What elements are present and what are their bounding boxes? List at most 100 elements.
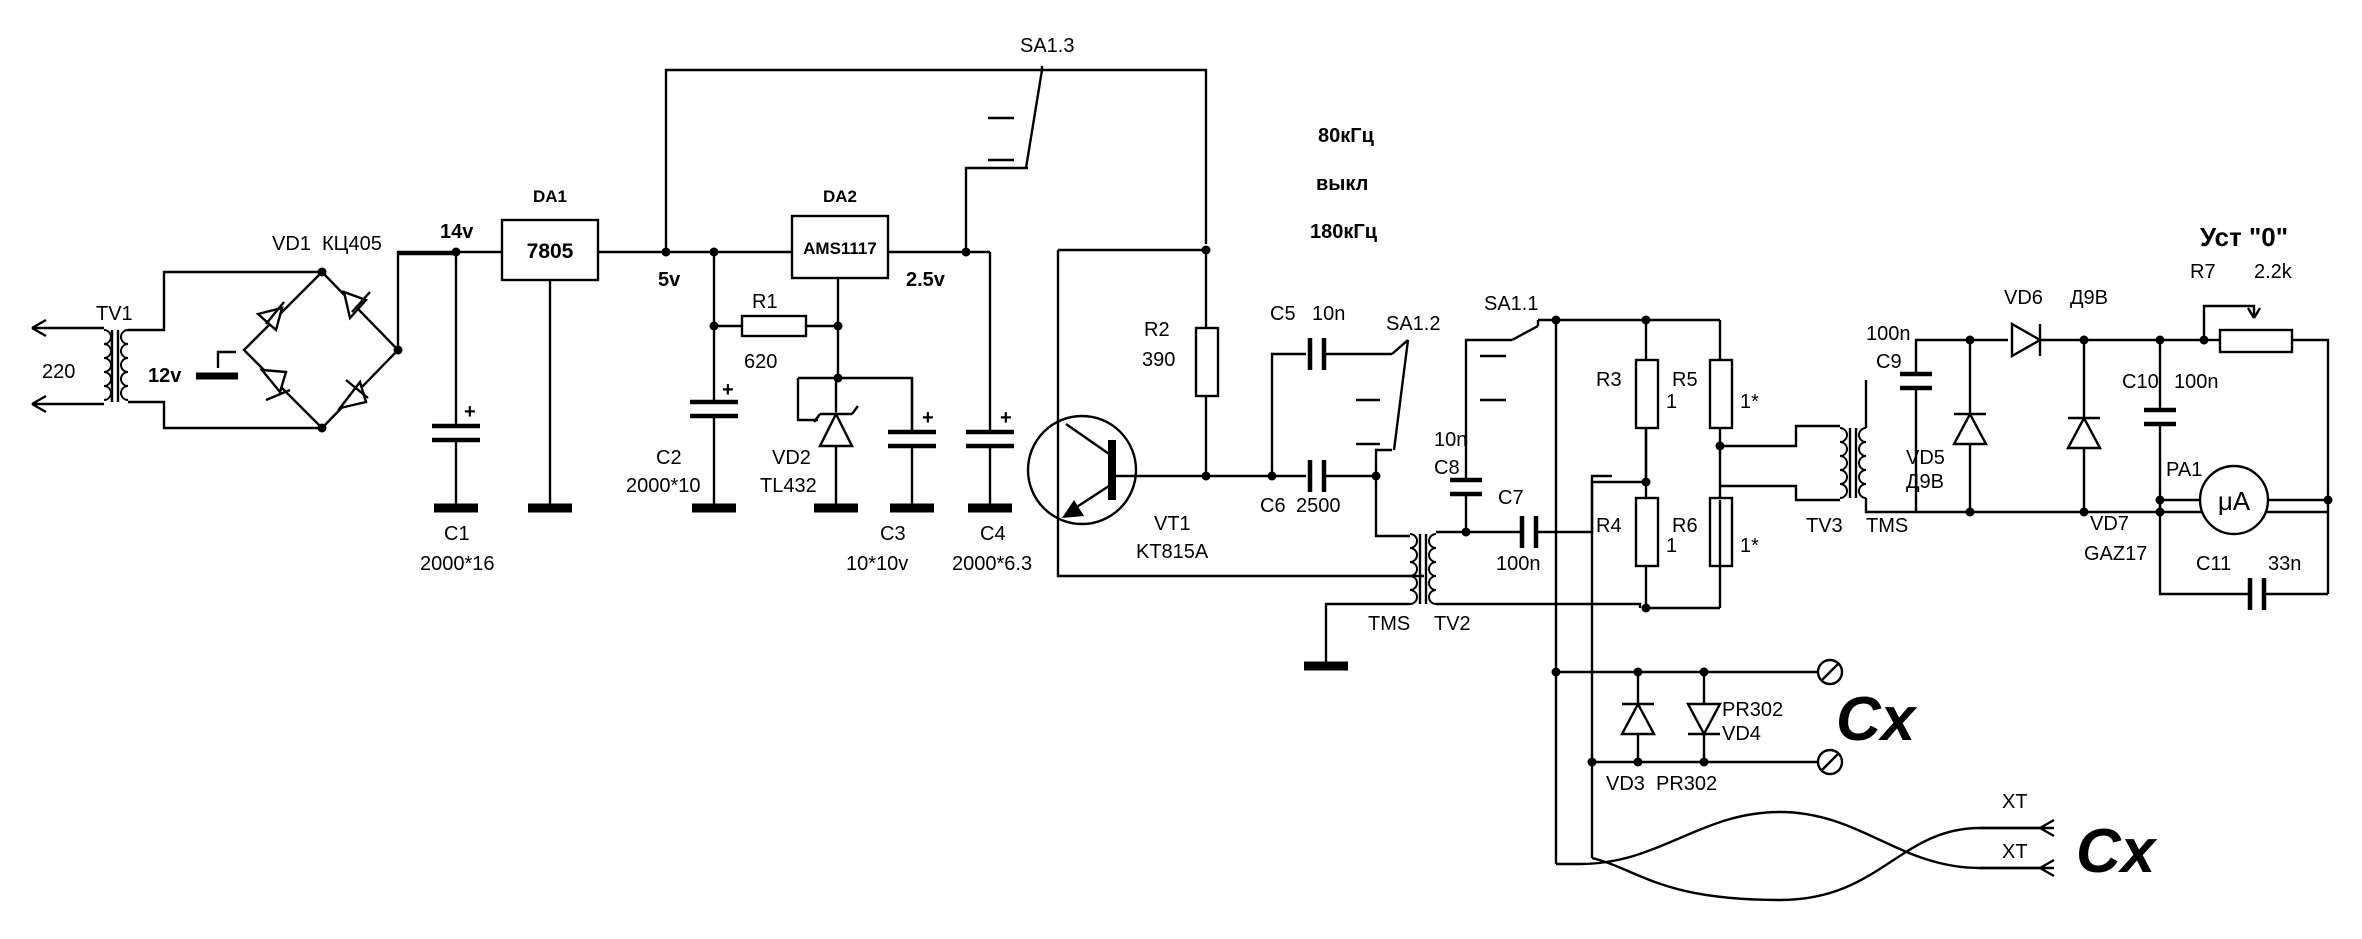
c6-value: 2500 bbox=[1296, 495, 1341, 517]
c1-label: C1 bbox=[444, 523, 470, 545]
c8-value: 10n bbox=[1434, 429, 1467, 451]
c9-value: 100n bbox=[1866, 323, 1911, 345]
cx-upper-label: Cx bbox=[1836, 685, 1918, 754]
vd2-label: VD2 bbox=[772, 447, 811, 469]
c5-value: 10n bbox=[1312, 303, 1345, 325]
capacitor-c7-c8: 10n C8 C7 100n bbox=[1434, 338, 1642, 608]
vd3-type: PR302 bbox=[1656, 773, 1717, 795]
rail-5v: 5v bbox=[598, 68, 1208, 291]
vd4-label: VD4 bbox=[1722, 723, 1761, 745]
r6-label: R6 bbox=[1672, 515, 1698, 537]
transistor-vt1: VT1 KT815A bbox=[1026, 250, 1424, 578]
zero-adjust-r7: Уст "0" R7 2.2k bbox=[2190, 222, 2330, 594]
c4-value: 2000*6.3 bbox=[952, 553, 1032, 575]
rail-5v-label: 5v bbox=[658, 269, 681, 291]
r3-label: R3 bbox=[1596, 369, 1622, 391]
r4-label: R4 bbox=[1596, 515, 1622, 537]
resistor-r1: R1 620 bbox=[709, 291, 843, 373]
da2-label: DA2 bbox=[823, 187, 857, 206]
c3-label: C3 bbox=[880, 523, 906, 545]
c8-label: C8 bbox=[1434, 457, 1460, 479]
resistor-r2: R2 390 bbox=[1058, 245, 1220, 476]
c9-label: C9 bbox=[1876, 351, 1902, 373]
transformer-tv1: TV1 220 12v bbox=[31, 270, 322, 430]
c3-polarity: + bbox=[922, 407, 934, 429]
r3-value: 1 bbox=[1666, 391, 1677, 413]
tv1-primary-voltage: 220 bbox=[42, 361, 75, 383]
c7-label: C7 bbox=[1498, 487, 1524, 509]
c4-polarity: + bbox=[1000, 407, 1012, 429]
mode-labels: 80кГц выкл 180кГц bbox=[1310, 125, 1378, 243]
c11-value: 33n bbox=[2268, 553, 2301, 575]
r2-value: 390 bbox=[1142, 349, 1175, 371]
bridge-rectifier-vd1: VD1 КЦ405 bbox=[242, 233, 458, 433]
r1-label: R1 bbox=[752, 291, 778, 313]
tv1-label: TV1 bbox=[96, 303, 133, 325]
vd5-label: VD5 bbox=[1906, 447, 1945, 469]
c10-label: C10 bbox=[2122, 371, 2159, 393]
shunt-regulator-vd2: VD2 TL432 bbox=[760, 373, 914, 513]
switch-sa1-2: SA1.2 bbox=[1356, 313, 1440, 476]
vd7-type: GAZ17 bbox=[2084, 543, 2147, 565]
c2-value: 2000*10 bbox=[626, 475, 701, 497]
vd4-type: PR302 bbox=[1722, 699, 1783, 721]
r6-value: 1* bbox=[1740, 535, 1759, 557]
rail-14v-label: 14v bbox=[440, 221, 474, 243]
twisted-pair-xt: XT XT Cx bbox=[1556, 791, 2158, 902]
pa1-symbol: μA bbox=[2218, 486, 2251, 516]
tv3-label: TV3 bbox=[1806, 515, 1843, 537]
c1-polarity: + bbox=[464, 401, 476, 423]
switch-sa1-3: SA1.3 bbox=[988, 35, 1074, 169]
cx-lower-label: Cx bbox=[2076, 817, 2158, 886]
rail-2v5-label: 2.5v bbox=[906, 269, 946, 291]
c4-label: C4 bbox=[980, 523, 1006, 545]
tv2-core: TMS bbox=[1368, 613, 1410, 635]
da2-type: AMS1117 bbox=[803, 239, 877, 258]
capacitor-c2: + C2 2000*10 bbox=[626, 252, 738, 513]
c2-label: C2 bbox=[656, 447, 682, 469]
sa1-3-label: SA1.3 bbox=[1020, 35, 1074, 57]
switch-sa1-1: SA1.1 bbox=[1480, 293, 1540, 402]
r2-label: R2 bbox=[1144, 319, 1170, 341]
cx-terminals: PR302 VD4 VD3 PR302 Cx bbox=[1551, 658, 1918, 795]
mode-180khz: 180кГц bbox=[1310, 221, 1378, 243]
vt1-type: KT815A bbox=[1136, 541, 1209, 563]
capacitor-c11: C11 33n bbox=[2155, 495, 2328, 610]
da1-label: DA1 bbox=[533, 187, 567, 206]
vd6-label: VD6 bbox=[2004, 287, 2043, 309]
c6-label: C6 bbox=[1260, 495, 1286, 517]
rail-14v: 14v + C1 2000*16 bbox=[396, 221, 502, 575]
zero-adjust-title: Уст "0" bbox=[2200, 222, 2288, 252]
transformer-tv3: TV3 TMS bbox=[1806, 380, 2328, 537]
detector-section: 100n C9 VD5 Д9В VD6 Д9В VD7 GAZ17 C10 10… bbox=[1866, 287, 2219, 565]
pa1-label: PA1 bbox=[2166, 459, 2202, 481]
vd5-type: Д9В bbox=[1906, 471, 1944, 493]
capacitor-c3: + C3 10*10v bbox=[846, 378, 936, 575]
xt-lower-label: XT bbox=[2002, 841, 2028, 863]
regulator-da1: 7805 DA1 bbox=[500, 187, 600, 513]
mode-off: выкл bbox=[1316, 173, 1368, 195]
vd1-label: VD1 bbox=[272, 233, 311, 255]
vt1-label: VT1 bbox=[1154, 513, 1191, 535]
vd2-type: TL432 bbox=[760, 475, 817, 497]
transformer-tv2: TMS TV2 bbox=[1304, 476, 1471, 671]
r1-value: 620 bbox=[744, 351, 777, 373]
c3-value: 10*10v bbox=[846, 553, 908, 575]
tv1-secondary-voltage: 12v bbox=[148, 365, 182, 387]
microammeter-pa1: PA1 μA bbox=[2160, 459, 2333, 536]
r5-label: R5 bbox=[1672, 369, 1698, 391]
tv2-label: TV2 bbox=[1434, 613, 1471, 635]
vd6-type: Д9В bbox=[2070, 287, 2108, 309]
vd7-label: VD7 bbox=[2090, 513, 2129, 535]
resistor-bridge: R3 1 R5 1* R4 1 R6 1* bbox=[1538, 315, 1840, 864]
xt-upper-label: XT bbox=[2002, 791, 2028, 813]
sa1-2-label: SA1.2 bbox=[1386, 313, 1440, 335]
c11-label: C11 bbox=[2196, 553, 2231, 575]
vd1-type: КЦ405 bbox=[322, 233, 382, 255]
r5-value: 1* bbox=[1740, 391, 1759, 413]
sa1-1-label: SA1.1 bbox=[1484, 293, 1538, 315]
tv3-core: TMS bbox=[1866, 515, 1908, 537]
c5-label: C5 bbox=[1270, 303, 1296, 325]
c2-polarity: + bbox=[722, 379, 734, 401]
